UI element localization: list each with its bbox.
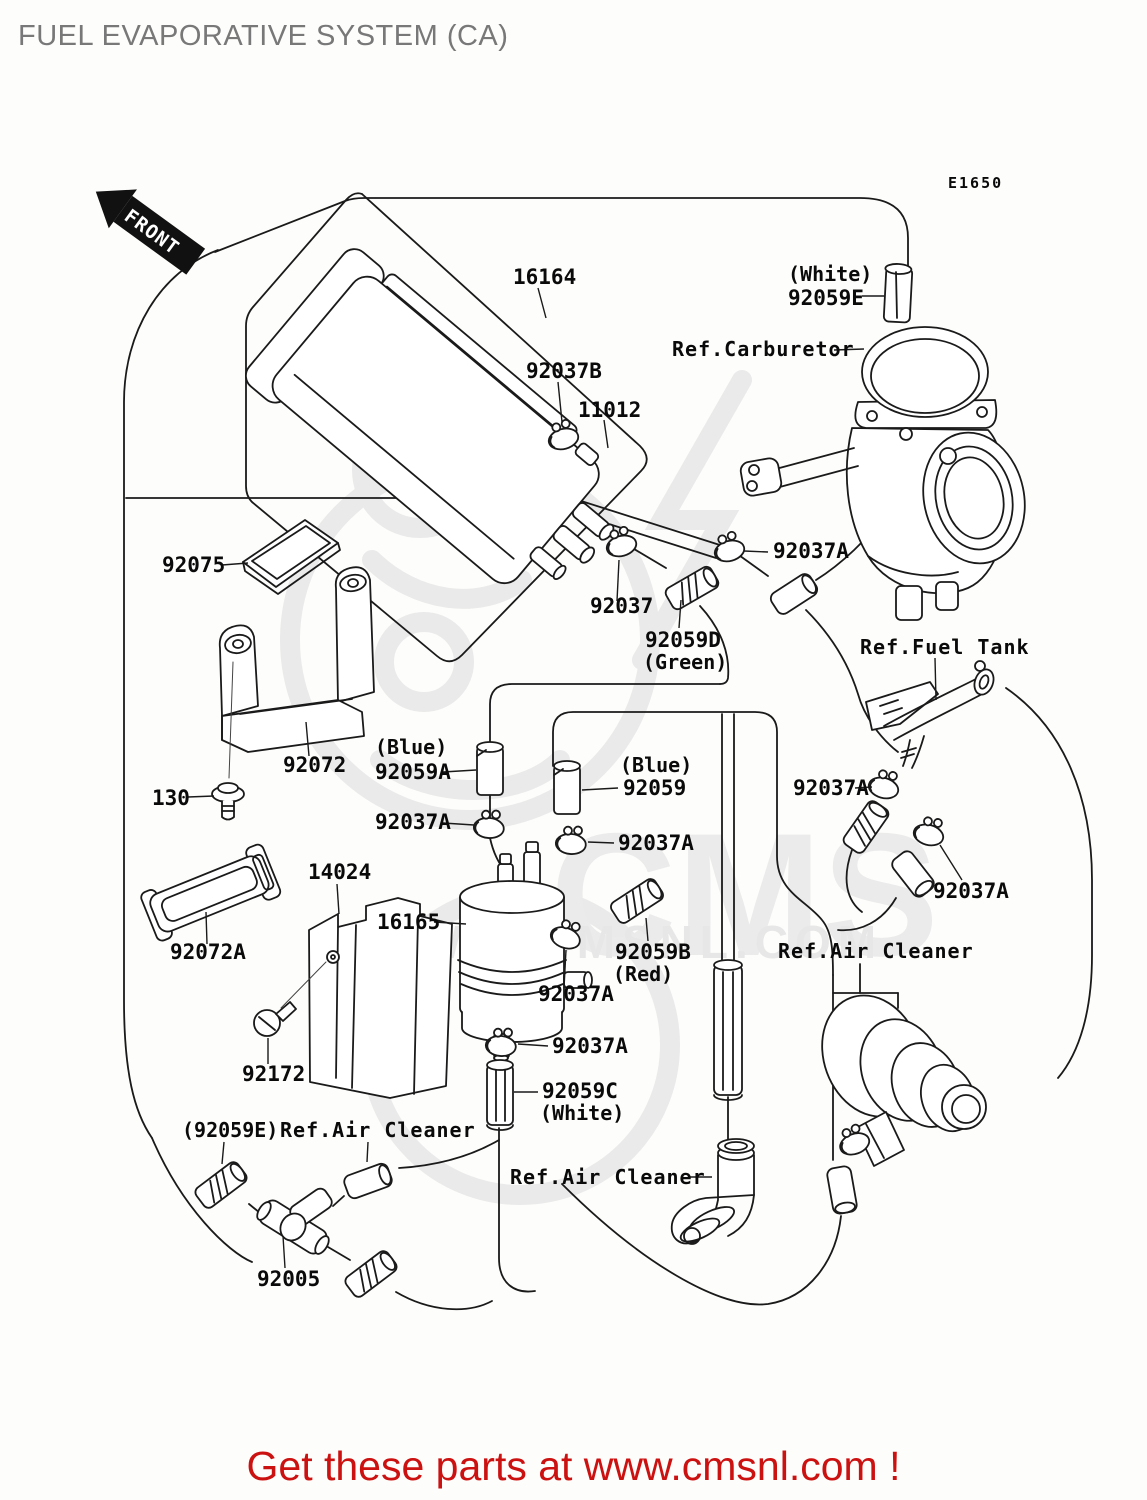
- t-fitting-92005-drawing: [256, 1187, 333, 1255]
- ref-label-fuel-tank: Ref.Fuel Tank: [860, 635, 1030, 659]
- ref-label-air-cleaner-right: Ref.Air Cleaner: [778, 939, 974, 963]
- front-direction-arrow: FRONT: [95, 189, 206, 275]
- footer-banner: Get these parts at www.cmsnl.com !: [246, 1443, 901, 1489]
- ref-label-air-cleaner-left: Ref.Air Cleaner: [280, 1118, 476, 1142]
- white-cap-92059e-drawing: [882, 263, 914, 324]
- part-label-92059: 92059: [623, 776, 686, 800]
- air-cleaner-boot-drawing: [821, 963, 987, 1167]
- bracket-92072-drawing: [218, 519, 375, 753]
- part-color-92059: (Blue): [620, 753, 692, 777]
- part-color-92059c: (White): [540, 1101, 624, 1125]
- part-label-92059a: 92059A: [375, 760, 451, 784]
- part-label-92075: 92075: [162, 553, 225, 577]
- part-label-92037: 92037: [590, 594, 653, 618]
- part-label-92037a-4: 92037A: [793, 776, 869, 800]
- page-title: FUEL EVAPORATIVE SYSTEM (CA): [18, 20, 509, 52]
- part-color-92059e: (White): [788, 262, 872, 286]
- part-labels: E1650 16164 (White) 92059E Ref.Carbureto…: [152, 174, 1030, 1291]
- sleeve-92059e-bottom: [192, 1158, 250, 1212]
- carburetor-drawing: [739, 326, 1026, 621]
- ref-label-carburetor: Ref.Carburetor: [672, 337, 855, 361]
- part-label-92059e-paren: (92059E): [182, 1118, 278, 1142]
- part-label-92005: 92005: [257, 1267, 320, 1291]
- strap-92072a-drawing: [140, 843, 282, 942]
- part-label-16164: 16164: [513, 265, 576, 289]
- part-label-92037a-5: 92037A: [933, 879, 1009, 903]
- part-label-92037a-6: 92037A: [538, 982, 614, 1006]
- ref-label-air-cleaner-mid: Ref.Air Cleaner: [510, 1165, 706, 1189]
- fuel-tank-pipe-drawing: [865, 660, 995, 769]
- elbow-fitting-drawing: [670, 1138, 755, 1245]
- part-label-11012: 11012: [578, 398, 641, 422]
- part-color-92059a: (Blue): [375, 735, 447, 759]
- part-label-92037a-3: 92037A: [618, 831, 694, 855]
- part-label-92037a-1: 92037A: [773, 539, 849, 563]
- part-label-16165: 16165: [377, 910, 440, 934]
- leader-lines: [187, 287, 963, 1269]
- screw-92172-drawing: [253, 961, 327, 1037]
- part-label-14024: 14024: [308, 860, 371, 884]
- sleeve-bottom-right: [342, 1247, 400, 1301]
- part-label-92059b: 92059B: [615, 940, 691, 964]
- clamp-92037a-tank1: [865, 765, 904, 803]
- bolt-130-drawing: [211, 661, 245, 821]
- part-color-92059d: (Green): [643, 650, 727, 674]
- sleeve-air-cleaner-bottom: [341, 1160, 395, 1202]
- diagram-code-label: E1650: [948, 174, 1003, 192]
- sleeve-near-elbow: [825, 1164, 859, 1216]
- sleeve-92059c-white: [486, 1059, 514, 1131]
- part-label-92059e: 92059E: [788, 286, 864, 310]
- part-label-92037b: 92037B: [526, 359, 602, 383]
- long-tube-drawing: [713, 959, 743, 1101]
- cover-14024-drawing: [308, 897, 453, 1099]
- part-label-92172: 92172: [242, 1062, 305, 1086]
- sleeve-92059-blue: [553, 760, 581, 815]
- part-label-92037a-2: 92037A: [375, 810, 451, 834]
- part-label-92072a: 92072A: [170, 940, 246, 964]
- part-label-92072: 92072: [283, 753, 346, 777]
- part-label-92059c: 92059C: [542, 1079, 618, 1103]
- part-label-130: 130: [152, 786, 190, 810]
- part-label-92059d: 92059D: [645, 628, 721, 652]
- canister-panel-outline: [245, 192, 648, 663]
- part-color-92059b: (Red): [613, 962, 673, 986]
- sleeve-92059a-blue: [476, 741, 504, 796]
- part-label-92037a-7: 92037A: [552, 1034, 628, 1058]
- canister-16164-drawing: [245, 248, 615, 585]
- separator-16165-drawing: [457, 841, 593, 1062]
- sleeve-near-carburetor: [767, 570, 821, 618]
